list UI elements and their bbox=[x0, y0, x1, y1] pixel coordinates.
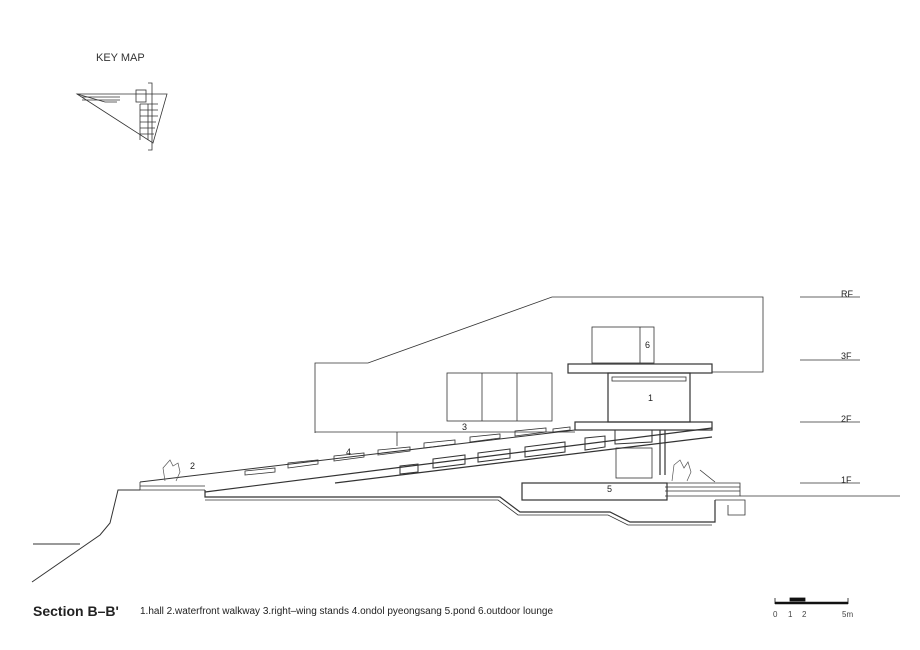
building-section bbox=[139, 296, 900, 526]
terrain bbox=[31, 489, 140, 583]
scale-label-5m: 5m bbox=[842, 610, 854, 619]
scale-bar bbox=[774, 597, 849, 605]
level-label-2f: 2F bbox=[841, 414, 852, 424]
scale-label-0: 0 bbox=[773, 610, 778, 619]
level-label-3f: 3F bbox=[841, 351, 852, 361]
level-lines bbox=[800, 296, 860, 484]
room-label-walkway: 2 bbox=[190, 461, 196, 471]
section-title: Section B–B' bbox=[33, 603, 119, 619]
room-label-ondol: 4 bbox=[346, 447, 352, 457]
section-legend: 1.hall 2.waterfront walkway 3.right–wing… bbox=[140, 606, 554, 617]
room-label-pond: 5 bbox=[607, 484, 613, 494]
scale-label-2: 2 bbox=[802, 610, 807, 619]
room-label-stands: 3 bbox=[462, 422, 468, 432]
room-label-lounge: 6 bbox=[645, 340, 651, 350]
key-map-title: KEY MAP bbox=[96, 52, 145, 64]
scale-label-1: 1 bbox=[788, 610, 793, 619]
people-figures bbox=[162, 459, 692, 482]
key-map bbox=[75, 82, 168, 151]
level-label-rf: RF bbox=[841, 289, 853, 299]
room-label-hall: 1 bbox=[648, 393, 654, 403]
level-label-1f: 1F bbox=[841, 475, 852, 485]
